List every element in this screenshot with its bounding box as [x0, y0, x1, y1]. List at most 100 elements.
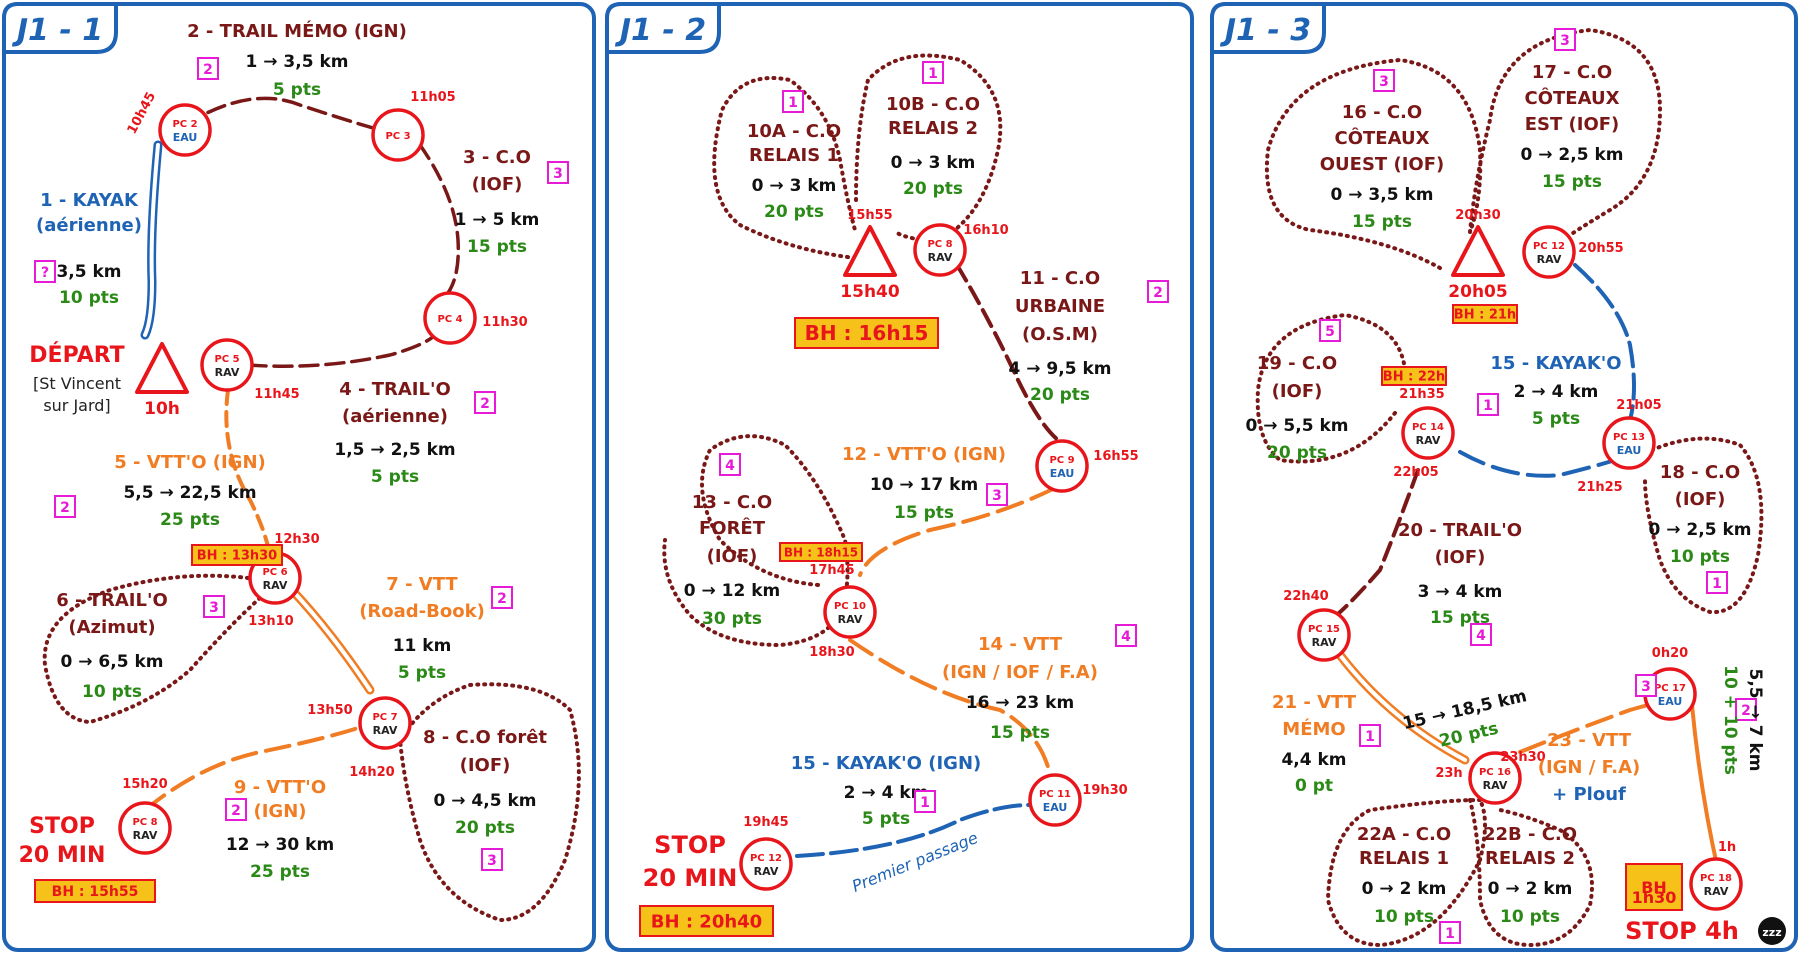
checkpoint-label: PC 7	[372, 712, 397, 723]
checkpoint-service: RAV	[133, 829, 158, 842]
checkpoint-service: RAV	[1312, 636, 1337, 649]
leg-text: (Road-Book)	[359, 601, 485, 622]
route-vtt-roadbook-inner	[288, 586, 372, 692]
checkpoint-circle	[1602, 416, 1656, 470]
checkpoint-label: PC 10	[834, 601, 866, 612]
checkpoint-time: 20h55	[1578, 241, 1623, 256]
checkpoint-time: 15h20	[122, 777, 167, 792]
difficulty-value: 4	[1121, 629, 1131, 645]
leg-text: 3 - C.O	[463, 147, 531, 168]
leg-text: + Plouf	[1552, 784, 1626, 805]
dotted-loop	[1255, 312, 1407, 464]
route-vtto-12	[858, 486, 1057, 577]
leg-text: 10A - C.O	[747, 121, 841, 142]
leg-text: 0 → 4,5 km	[434, 791, 537, 811]
time-barrier-badge	[794, 317, 939, 349]
difficulty-value: 2	[497, 591, 507, 607]
leg-text: (IOF)	[707, 546, 758, 567]
leg-text: (IOF)	[1675, 489, 1726, 510]
leg-text: (aérienne)	[36, 215, 142, 236]
leg-text: 8 - C.O forêt	[423, 727, 547, 748]
checkpoint-service: EAU	[1617, 444, 1642, 457]
difficulty-box	[719, 453, 741, 476]
checkpoint-service: RAV	[373, 724, 398, 737]
leg-text: EST (IOF)	[1525, 114, 1620, 135]
leg-text: 10 → 17 km	[870, 475, 978, 495]
dotted-loop	[1643, 436, 1764, 615]
label-text: STOP 4h	[1625, 917, 1739, 945]
time-barrier-text: BH : 18h15	[784, 545, 858, 559]
leg-text: 18 - C.O	[1660, 462, 1740, 483]
dotted-loop	[1468, 798, 1594, 948]
leg-text: URBAINE	[1015, 296, 1105, 317]
difficulty-box	[782, 90, 804, 113]
leg-text: 1 - KAYAK	[40, 190, 139, 211]
difficulty-box	[1373, 69, 1395, 92]
checkpoint-time: 11h30	[482, 315, 527, 330]
checkpoint-label: PC 2	[172, 119, 197, 130]
difficulty-box	[1477, 393, 1499, 416]
leg-text: 0 → 6,5 km	[61, 652, 164, 672]
leg-text: 12 → 30 km	[226, 835, 334, 855]
leg-text: 20 pts	[903, 179, 963, 199]
route-vtt-14	[848, 638, 1054, 787]
leg-text: RELAIS 2	[888, 118, 978, 139]
checkpoint-service: RAV	[263, 579, 288, 592]
difficulty-value: 1	[788, 95, 798, 111]
route-vtt-memo-inner	[1338, 653, 1467, 762]
leg-text: 5,5 → 7 km	[1745, 669, 1765, 772]
difficulty-box	[54, 495, 76, 518]
leg-text: (IOF)	[1435, 547, 1486, 568]
difficulty-value: 1	[1483, 398, 1493, 414]
leg-text: 7 - VTT	[386, 574, 458, 595]
checkpoint-time: 13h50	[307, 703, 352, 718]
leg-text: 1 → 3,5 km	[246, 52, 349, 72]
leg-text: 3 → 4 km	[1418, 582, 1503, 602]
checkpoint-service: RAV	[928, 251, 953, 264]
label-text: 20 MIN	[643, 864, 738, 892]
leg-text: 4 → 9,5 km	[1009, 359, 1112, 379]
leg-text: (aérienne)	[342, 406, 448, 427]
leg-text: 1,5 → 2,5 km	[334, 440, 455, 460]
checkpoint-service: EAU	[1658, 695, 1683, 708]
difficulty-value: 2	[1741, 703, 1751, 719]
leg-text: (Azimut)	[68, 617, 155, 638]
checkpoint-label: PC 4	[437, 314, 462, 325]
difficulty-value: 3	[487, 853, 497, 869]
dotted-loop	[1325, 798, 1487, 948]
checkpoint-circle	[823, 585, 877, 639]
checkpoint-label: PC 8	[132, 817, 157, 828]
difficulty-box	[1359, 724, 1381, 747]
leg-text: CÔTEAUX	[1525, 87, 1620, 109]
checkpoint-label: PC 3	[385, 131, 410, 142]
difficulty-value: 1	[1712, 576, 1722, 592]
difficulty-box	[1735, 698, 1757, 721]
checkpoint-circle	[158, 103, 212, 157]
leg-text: 0 → 12 km	[684, 581, 781, 601]
difficulty-value: 3	[1560, 33, 1570, 49]
leg-text: RELAIS 1	[749, 145, 839, 166]
checkpoint-time: 23h30	[1500, 750, 1545, 765]
difficulty-box	[1147, 280, 1169, 303]
leg-text: FORÊT	[699, 517, 766, 539]
difficulty-box	[481, 848, 503, 871]
leg-text: 11 - C.O	[1020, 268, 1100, 289]
checkpoint-service: RAV	[1704, 885, 1729, 898]
checkpoint-label: PC 9	[1049, 455, 1074, 466]
leg-text: 10B - C.O	[886, 94, 980, 115]
leg-text: 0 → 2,5 km	[1521, 145, 1624, 165]
route-trail-o-20	[1326, 468, 1420, 624]
checkpoint-service: RAV	[754, 865, 779, 878]
difficulty-value: 3	[992, 488, 1002, 504]
leg-text: 0 → 2,5 km	[1649, 520, 1752, 540]
checkpoint-service: RAV	[215, 366, 240, 379]
difficulty-box	[1706, 571, 1728, 594]
checkpoint-circle	[118, 801, 172, 855]
leg-text: 0 → 5,5 km	[1246, 416, 1349, 436]
difficulty-value: ?	[41, 265, 49, 281]
difficulty-value: 1	[1445, 926, 1455, 942]
leg-text: 10 pts	[1670, 547, 1730, 567]
checkpoint-time: 19h30	[1082, 783, 1127, 798]
time-barrier-badge	[1381, 366, 1447, 386]
checkpoint-label: PC 8	[927, 239, 952, 250]
